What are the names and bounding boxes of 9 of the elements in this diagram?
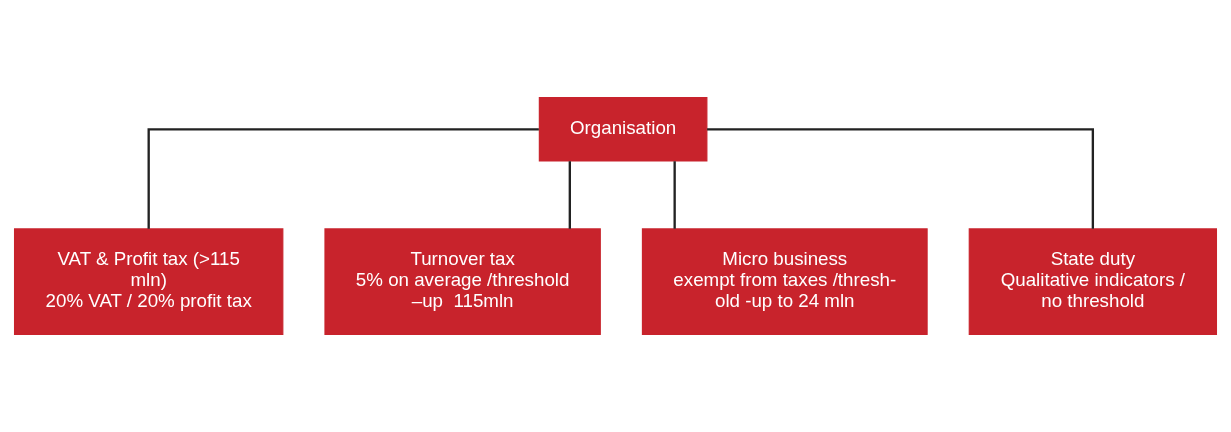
- connector: [673, 161, 676, 229]
- node-box: State duty Qualitative indicators / no threshold: [968, 228, 1218, 335]
- node-box: VAT & Profit tax (>115 mln) 20% VAT / 20% profit tax: [13, 228, 284, 335]
- node-box: Turnover tax 5% on average /threshold –up 115mln: [324, 228, 601, 335]
- node-box: Organisation: [538, 97, 708, 162]
- connector: [707, 128, 1095, 229]
- node-box: Micro business exempt from taxes /thresh- old -up to 24 mln: [641, 228, 928, 335]
- connector: [568, 161, 571, 229]
- connector: [147, 128, 539, 229]
